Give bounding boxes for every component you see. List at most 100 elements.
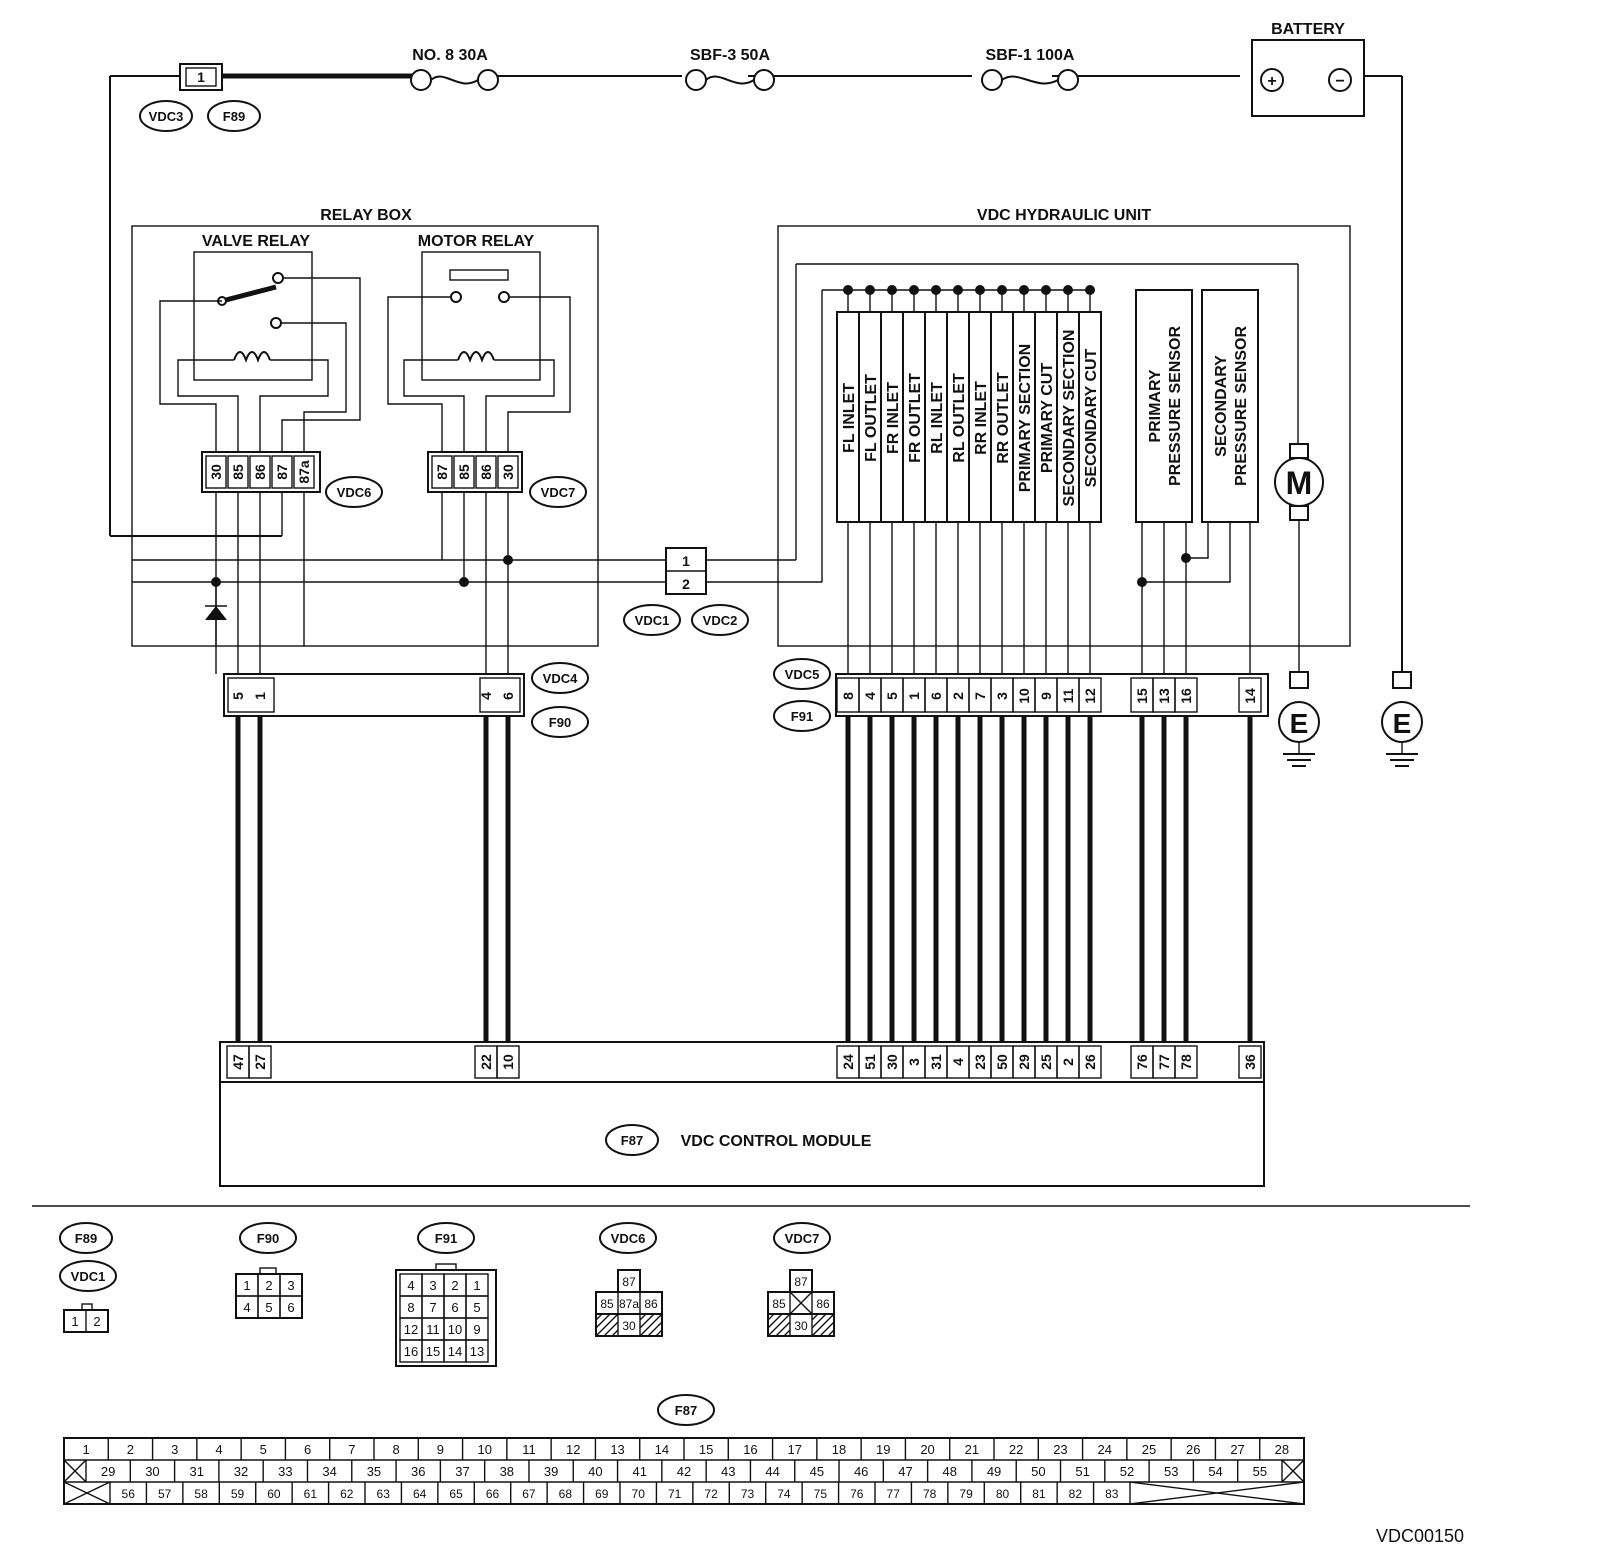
- f87-pin-label: 47: [230, 1054, 246, 1070]
- face-pin-label: 76: [850, 1487, 864, 1501]
- face-pin-label: 39: [544, 1464, 558, 1479]
- face-pin-label: 26: [1186, 1442, 1200, 1457]
- valve-relay-pin: 86: [252, 464, 268, 480]
- solenoid-valve: RR OUTLET: [990, 285, 1014, 674]
- vdc7-badge: VDC7: [773, 1222, 831, 1254]
- face-pin-label: 20: [920, 1442, 934, 1457]
- pin-cell: [475, 455, 497, 489]
- diode-icon: [205, 582, 227, 646]
- face-pin-label: 24: [1097, 1442, 1111, 1457]
- face-pin-label: 12: [566, 1442, 580, 1457]
- svg-text:1: 1: [682, 553, 690, 569]
- face-pin-label: 7: [429, 1300, 436, 1315]
- face-pin-label: 23: [1053, 1442, 1067, 1457]
- vdc6-face: 87 85 87a 86 30: [595, 1269, 663, 1337]
- face-pin-label: 42: [677, 1464, 691, 1479]
- f91-pin-label: 6: [928, 692, 944, 700]
- face-pin-label: 78: [923, 1487, 937, 1501]
- face-pin-label: 2: [127, 1442, 134, 1457]
- pin-cell: [205, 455, 227, 489]
- f87-pin-label: 77: [1156, 1054, 1172, 1070]
- svg-text:VDC7: VDC7: [785, 1231, 820, 1246]
- face-pin-label: 18: [832, 1442, 846, 1457]
- f91-pin-label: 2: [950, 692, 966, 700]
- valve-label: RR INLET: [973, 381, 990, 455]
- face-pin-label: 9: [437, 1442, 444, 1457]
- face-pin-label: 64: [413, 1487, 427, 1501]
- face-pin-label: 9: [473, 1322, 480, 1337]
- f87-pin-label: 24: [840, 1054, 856, 1070]
- face-pin-label: 6: [451, 1300, 458, 1315]
- svg-text:85: 85: [600, 1297, 614, 1311]
- vdc5-badge: VDC5: [773, 658, 831, 690]
- module-label: VDC CONTROL MODULE: [681, 1133, 872, 1150]
- svg-text:F91: F91: [435, 1231, 457, 1246]
- face-pin-label: 44: [765, 1464, 779, 1479]
- svg-text:VDC1: VDC1: [635, 613, 670, 628]
- valve-label: SECONDARY CUT: [1083, 348, 1100, 487]
- f90-pin-label: 1: [252, 692, 268, 700]
- svg-text:VDC5: VDC5: [785, 667, 820, 682]
- valve-relay-connector: [201, 451, 321, 493]
- face-pin-label: 56: [122, 1487, 136, 1501]
- f91-pin-label: 3: [994, 692, 1010, 700]
- vdc3-badge: VDC3: [139, 100, 193, 132]
- face-pin-label: 2: [265, 1278, 272, 1293]
- f90-pin-label: 6: [500, 692, 516, 700]
- face-pin-label: 45: [810, 1464, 824, 1479]
- face-pin-label: 33: [278, 1464, 292, 1479]
- f87-pin-label: 23: [972, 1054, 988, 1070]
- svg-text:F91: F91: [791, 709, 813, 724]
- face-pin-label: 54: [1208, 1464, 1222, 1479]
- vdc6-badge: VDC6: [599, 1222, 657, 1254]
- svg-text:1: 1: [71, 1314, 78, 1329]
- f91-pin-label: 13: [1156, 688, 1172, 704]
- pin-cell: [248, 1045, 272, 1079]
- f87-pin-label: 22: [478, 1054, 494, 1070]
- face-pin-label: 4: [407, 1278, 414, 1293]
- f87-pin-label: 29: [1016, 1054, 1032, 1070]
- face-pin-label: 6: [304, 1442, 311, 1457]
- svg-text:PRIMARY: PRIMARY: [1147, 369, 1164, 443]
- face-pin-label: 13: [610, 1442, 624, 1457]
- f91-pin-label: 1: [906, 692, 922, 700]
- pin-cell: [1238, 677, 1262, 713]
- face-pin-label: 79: [959, 1487, 973, 1501]
- harness-wires: [235, 716, 1253, 1042]
- f87-pin-label: 76: [1134, 1054, 1150, 1070]
- face-pin-label: 74: [777, 1487, 791, 1501]
- face-pin-label: 51: [1075, 1464, 1089, 1479]
- f87-pin-label: 31: [928, 1054, 944, 1070]
- face-pin-label: 15: [699, 1442, 713, 1457]
- face-pin-label: 73: [741, 1487, 755, 1501]
- solenoid-valve: FL OUTLET: [858, 285, 882, 674]
- f87-pin-label: 4: [950, 1058, 966, 1066]
- vdc4-badge: VDC4: [531, 662, 589, 694]
- f87-pin-label: 27: [252, 1054, 268, 1070]
- svg-text:30: 30: [622, 1319, 636, 1333]
- face-pin-label: 5: [265, 1300, 272, 1315]
- f87-badge: F87: [657, 1394, 715, 1426]
- ground-icon: E: [1278, 671, 1320, 767]
- valve-relay-pin: 85: [230, 464, 246, 480]
- svg-text:87: 87: [794, 1275, 808, 1289]
- pin-cell: [496, 1045, 520, 1079]
- svg-text:E: E: [1290, 708, 1309, 739]
- svg-text:PRESSURE SENSOR: PRESSURE SENSOR: [1167, 326, 1184, 486]
- fuse-sbf3: SBF-3 50A: [685, 47, 775, 91]
- hydraulic-unit-title: VDC HYDRAULIC UNIT: [977, 207, 1151, 224]
- valve-relay-pin: 87a: [296, 460, 312, 484]
- face-pin-label: 2: [451, 1278, 458, 1293]
- face-pin-label: 71: [668, 1487, 682, 1501]
- battery-label: BATTERY: [1271, 21, 1345, 38]
- face-pin-label: 5: [260, 1442, 267, 1457]
- solenoid-valve: PRIMARY SECTION: [1012, 285, 1036, 674]
- vdc7-badge: VDC7: [529, 476, 587, 508]
- motor-relay-pin: 87: [434, 464, 450, 480]
- pin-cell: [1078, 1045, 1102, 1079]
- f91-pin-label: 9: [1038, 692, 1054, 700]
- f87-pin-label: 36: [1242, 1054, 1258, 1070]
